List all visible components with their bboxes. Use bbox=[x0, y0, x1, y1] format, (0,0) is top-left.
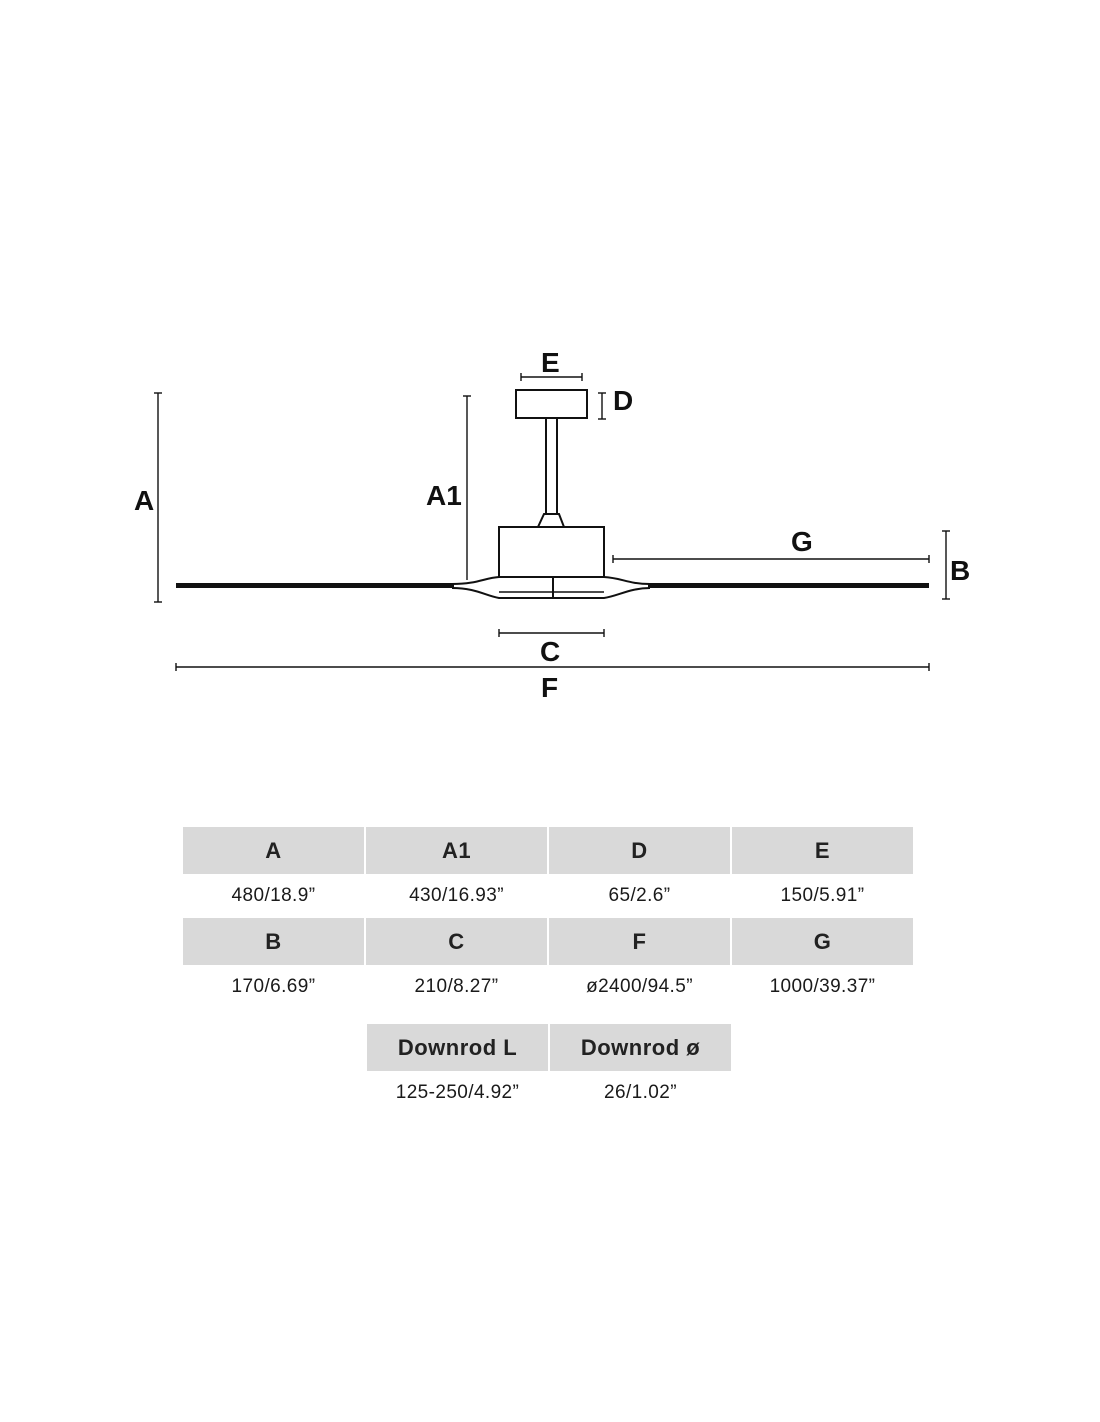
fan-coupling bbox=[536, 513, 566, 528]
fan-blade-right bbox=[648, 583, 929, 588]
spec-value-a: 480/18.9” bbox=[231, 885, 316, 906]
fan-blade-hub bbox=[451, 576, 651, 585]
fan-blade-left bbox=[176, 583, 454, 588]
spec-header-c: C bbox=[366, 918, 547, 965]
spec-value-downrod-length: 125-250/4.92” bbox=[395, 1082, 520, 1103]
ceiling-fan-dimension-diagram: A A1 E D G B C F bbox=[134, 347, 970, 703]
spec-value-g: 1000/39.37” bbox=[769, 976, 876, 997]
dimension-line-b bbox=[942, 530, 950, 600]
spec-header-downrod-diameter: Downrod ø bbox=[550, 1024, 731, 1071]
spec-header-e: E bbox=[732, 827, 913, 874]
dimension-line-d bbox=[598, 392, 606, 420]
dimension-line-a1 bbox=[463, 395, 471, 580]
spec-value-d: 65/2.6” bbox=[608, 885, 671, 906]
spec-value-c: 210/8.27” bbox=[414, 976, 499, 997]
label-a: A bbox=[134, 485, 154, 516]
spec-header-b: B bbox=[183, 918, 364, 965]
dimension-line-f bbox=[175, 663, 930, 671]
spec-header-g: G bbox=[732, 918, 913, 965]
spec-value-a1: 430/16.93” bbox=[409, 885, 504, 906]
spec-header-d: D bbox=[549, 827, 730, 874]
spec-header-a: A bbox=[183, 827, 364, 874]
spec-value-e: 150/5.91” bbox=[780, 885, 865, 906]
spec-value-downrod-diameter: 26/1.02” bbox=[604, 1082, 677, 1103]
dimension-line-g bbox=[612, 555, 930, 563]
fan-motor-housing bbox=[498, 526, 605, 578]
label-e: E bbox=[541, 347, 560, 378]
label-c: C bbox=[540, 636, 560, 667]
dimension-line-a bbox=[154, 392, 162, 603]
spec-header-downrod-length: Downrod L bbox=[367, 1024, 548, 1071]
downrod-spec-table: Downrod L Downrod ø 125-250/4.92” 26/1.0… bbox=[367, 1024, 733, 1115]
fan-canopy bbox=[515, 389, 588, 419]
spec-header-f: F bbox=[549, 918, 730, 965]
label-f: F bbox=[541, 672, 558, 703]
spec-header-a1: A1 bbox=[366, 827, 547, 874]
label-d: D bbox=[613, 385, 633, 416]
label-g: G bbox=[791, 526, 813, 557]
spec-value-b: 170/6.69” bbox=[231, 976, 316, 997]
dimension-line-c bbox=[498, 629, 605, 637]
label-a1: A1 bbox=[426, 480, 462, 511]
spec-value-f: ø2400/94.5” bbox=[586, 976, 693, 997]
label-b: B bbox=[950, 555, 970, 586]
dimension-spec-table: A A1 D E 480/18.9” 430/16.93” 65/2.6” 15… bbox=[183, 827, 915, 1009]
dimension-line-e bbox=[520, 373, 583, 381]
